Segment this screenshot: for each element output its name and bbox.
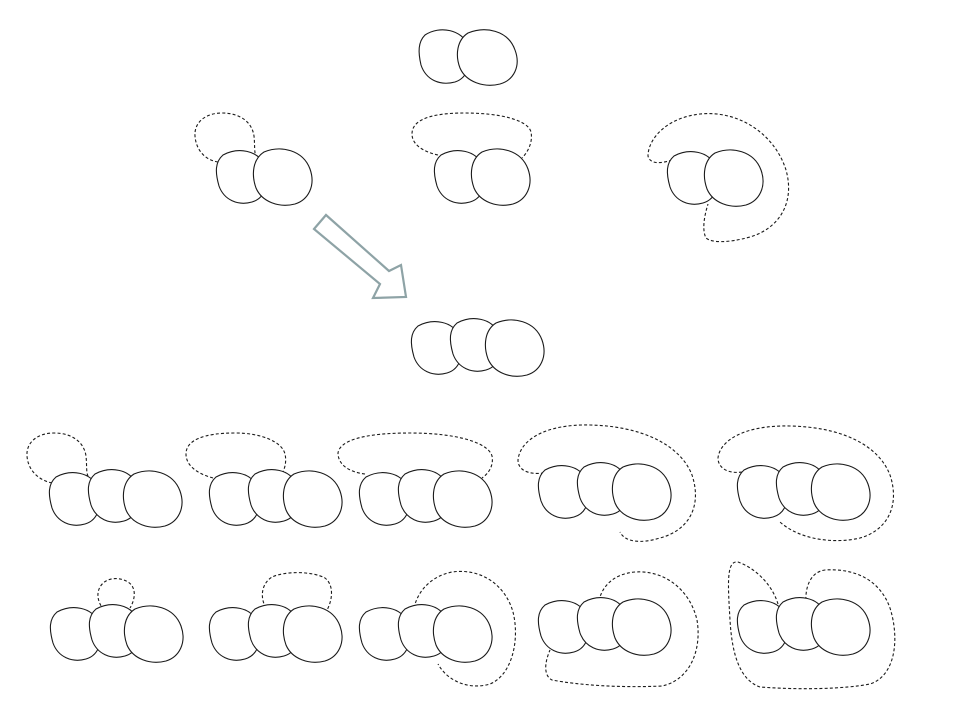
blob-unit — [736, 600, 789, 654]
three-unit-loop-row1-3 — [337, 432, 493, 528]
dashed-loop — [194, 112, 257, 163]
blob-unit — [537, 465, 590, 519]
blob-unit — [611, 463, 672, 521]
blob-unit — [810, 598, 871, 656]
dashed-loop — [517, 424, 696, 542]
blob-unit — [282, 605, 343, 663]
dashed-loop — [647, 113, 790, 243]
blob-unit — [484, 319, 545, 377]
dashed-loop — [26, 432, 89, 484]
blob-unit — [208, 472, 261, 526]
blob-unit — [537, 600, 590, 654]
blob-unit — [208, 607, 261, 661]
blob-unit — [252, 148, 313, 206]
blob-unit — [122, 470, 183, 528]
blob-unit — [282, 470, 343, 528]
three-unit-loop-row1-1 — [26, 432, 183, 528]
blob-unit — [418, 29, 471, 84]
two-unit-loop-c — [647, 113, 790, 243]
three-unit-loop-row2-2 — [208, 572, 343, 663]
blob-unit — [666, 151, 719, 205]
two-unit-base — [418, 29, 518, 86]
dashed-loop — [97, 578, 135, 611]
three-unit-loop-row1-2 — [185, 432, 343, 528]
blob-unit — [215, 150, 268, 204]
blob-unit — [358, 607, 411, 661]
dashed-loop — [413, 570, 516, 687]
blob-unit — [703, 149, 764, 207]
dashed-loop — [727, 561, 896, 690]
dashed-loop — [185, 432, 287, 479]
blob-unit — [470, 148, 531, 206]
two-unit-loop-b — [411, 112, 532, 206]
blob-unit — [410, 321, 463, 375]
blob-unit — [433, 150, 486, 204]
three-unit-loop-row2-4 — [537, 571, 699, 688]
blob-unit — [456, 29, 518, 86]
dashed-loop — [337, 432, 493, 479]
blob-unit — [358, 472, 411, 526]
blob-unit — [49, 607, 102, 661]
blob-unit — [810, 463, 871, 521]
dashed-loop — [717, 425, 894, 542]
three-unit-loop-row1-4 — [517, 424, 696, 542]
blob-unit — [48, 472, 101, 526]
blob-unit — [123, 605, 184, 663]
blob-unit — [736, 465, 789, 519]
blob-unit — [432, 605, 493, 663]
dashed-loop — [411, 112, 532, 159]
dashed-loop — [261, 572, 333, 613]
blob-unit — [611, 598, 672, 656]
three-unit-loop-row2-1 — [49, 578, 184, 663]
blob-unit — [432, 470, 493, 528]
three-unit-base — [410, 318, 545, 377]
three-unit-loop-row1-5 — [717, 425, 894, 542]
two-unit-loop-a — [194, 112, 313, 206]
transition-arrow — [312, 213, 408, 300]
three-unit-loop-row2-5 — [727, 561, 896, 690]
three-unit-loop-row2-3 — [358, 570, 516, 687]
dashed-loop — [545, 571, 699, 688]
